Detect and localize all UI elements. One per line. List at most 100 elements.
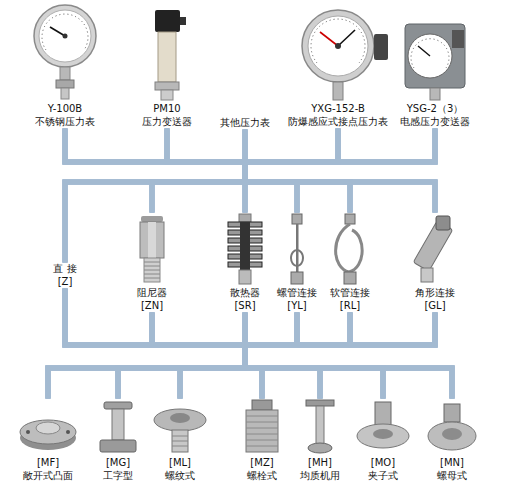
connector-line: [180, 315, 435, 396]
product-label: 角形连接: [412, 286, 458, 299]
raised-face-flange-illustration: [20, 420, 76, 450]
connector-line: [118, 315, 297, 396]
product-label: 压力变送器: [139, 115, 195, 128]
connector-line: [245, 131, 435, 210]
product-label: 电感压力变送器: [397, 115, 473, 128]
product-label: [MZ]: [242, 456, 282, 469]
homogenizer-seal-illustration: [306, 400, 334, 453]
product-label: 直 接: [50, 262, 79, 275]
connector-line: [245, 132, 297, 210]
connector-line: [245, 315, 452, 396]
product-item: [MN]螺母式: [427, 398, 477, 482]
radiator-illustration: [228, 214, 262, 284]
connector-line: [245, 131, 435, 210]
product-label: [SR]: [225, 299, 265, 312]
connector-line: [245, 315, 452, 396]
connector-line: [180, 315, 350, 396]
product-label: [Z]: [50, 275, 79, 288]
product-label: 螺纹式: [154, 469, 206, 482]
connector-line: [245, 315, 383, 396]
product-item: [ML]螺纹式: [154, 398, 206, 482]
product-item: [MF]敞开式凸面: [20, 398, 76, 482]
connector-line: [118, 315, 435, 396]
connector-line: [167, 131, 297, 210]
connector-line: [152, 315, 452, 396]
connector-line: [245, 131, 338, 210]
pressure-gauge-illustration: [34, 5, 96, 99]
connector-line: [65, 131, 435, 210]
product-label: [MG]: [98, 456, 138, 469]
connector-line: [65, 132, 245, 260]
product-item: [MH]均质机用: [297, 398, 343, 482]
product-label: 夹子式: [357, 469, 409, 482]
product-label: 软管连接: [327, 286, 373, 299]
connector-line: [65, 131, 245, 260]
connector-line: [65, 131, 245, 210]
connector-line: [245, 315, 320, 396]
connector-line: [48, 315, 350, 396]
connector-line: [48, 315, 245, 396]
product-label: [MH]: [297, 456, 343, 469]
connector-line: [152, 131, 435, 210]
product-item: 散热器[SR]: [225, 212, 265, 312]
connector-line: [245, 131, 435, 210]
connector-line: [245, 315, 297, 396]
connector-line: [245, 315, 435, 396]
product-label: PM10: [139, 102, 195, 115]
product-label: 防爆感应式接点压力表: [285, 115, 391, 128]
connector-line: [245, 315, 383, 396]
bolt-seal-illustration: [246, 400, 278, 452]
angle-fitting-illustration: [413, 216, 453, 282]
product-item: PM10压力变送器: [139, 8, 195, 128]
connector-line: [152, 132, 245, 210]
coil-pipe-illustration: [291, 214, 303, 284]
product-label: 散热器: [225, 286, 265, 299]
product-label: [MO]: [357, 456, 409, 469]
product-label: [MN]: [427, 456, 477, 469]
product-label: 均质机用: [297, 469, 343, 482]
product-item: 其他压力表: [217, 116, 273, 129]
connector-line: [65, 131, 350, 210]
product-label: [MF]: [20, 456, 76, 469]
connector-line: [245, 132, 435, 210]
product-label: 螺栓式: [242, 469, 282, 482]
nut-seal-illustration: [428, 404, 476, 450]
product-label: YXG-152-B: [285, 102, 391, 115]
product-label: [YL]: [274, 299, 320, 312]
product-label: [GL]: [412, 299, 458, 312]
product-item: [MO]夹子式: [357, 398, 409, 482]
connector-line: [167, 131, 350, 210]
connector-line: [65, 291, 452, 396]
connector-line: [245, 315, 435, 396]
product-label: [ZN]: [132, 299, 172, 312]
product-item: [MZ]螺栓式: [242, 398, 282, 482]
product-label: YSG-2（3）: [397, 102, 473, 115]
connector-line: [245, 131, 435, 210]
connector-line: [245, 315, 320, 396]
hose-illustration: [336, 214, 363, 284]
connector-line: [180, 315, 297, 396]
product-item: 软管连接[RL]: [327, 212, 373, 312]
connector-line: [245, 315, 435, 396]
product-label: 工字型: [98, 469, 138, 482]
product-label: Y-100B: [31, 102, 99, 115]
product-label: 阻尼器: [132, 286, 172, 299]
product-label: 其他压力表: [217, 116, 273, 129]
product-label: 敞开式凸面: [20, 469, 76, 482]
product-label: 不锈钢压力表: [31, 115, 99, 128]
connector-line: [48, 315, 245, 396]
connector-line: [167, 131, 435, 210]
clamp-seal-illustration: [357, 402, 409, 448]
connector-line: [167, 131, 245, 210]
connector-line: [65, 131, 245, 260]
damper-illustration: [140, 216, 164, 282]
contact-gauge-illustration: [302, 10, 388, 100]
pressure-transmitter-illustration: [155, 10, 186, 100]
product-item: YSG-2（3）电感压力变送器: [397, 22, 473, 128]
connector-line: [245, 315, 452, 396]
connector-line: [48, 315, 435, 396]
connector-line: [65, 131, 245, 210]
